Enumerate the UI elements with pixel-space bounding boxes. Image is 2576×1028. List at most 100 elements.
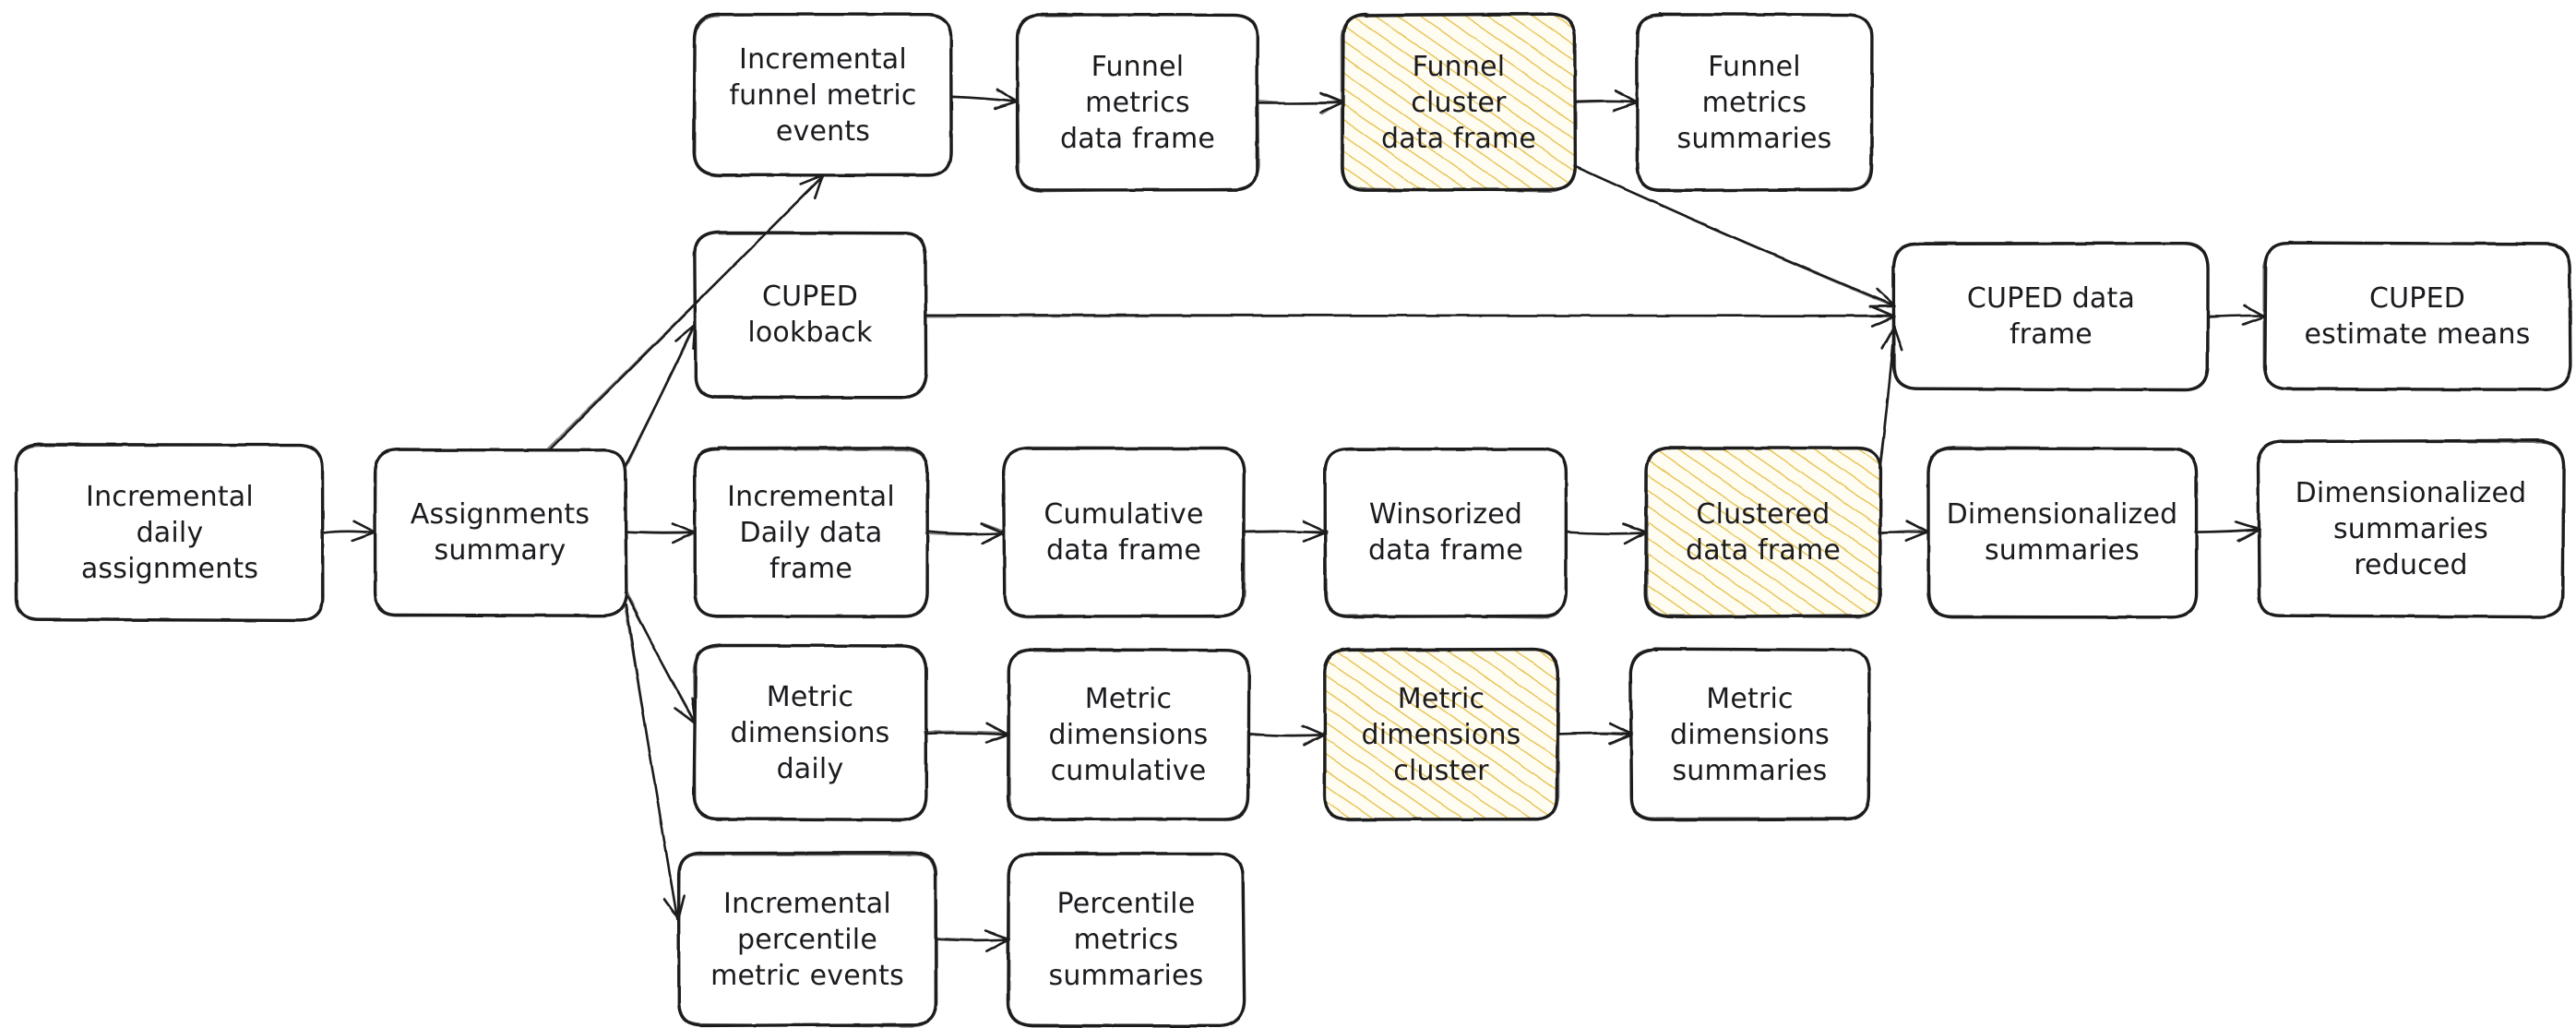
node-cuped-data-frame[interactable] — [1891, 241, 2210, 392]
node-metric-dimensions-daily[interactable] — [692, 643, 928, 822]
node-assignments-summary[interactable] — [373, 448, 628, 617]
arrowhead — [674, 697, 697, 724]
node-label-text: Metric dimensions cluster — [1361, 682, 1521, 787]
arrowhead — [350, 520, 377, 542]
node-label-metric-dimensions-daily: Metric dimensions daily — [695, 646, 925, 819]
node-label-cuped-estimate-means: CUPED estimate means — [2265, 244, 2570, 389]
arrowhead — [2243, 304, 2266, 326]
node-label-text: CUPED lookback — [747, 281, 873, 349]
edge-metric-dimensions-cumulative--to--metric-dimensions-cluster — [1246, 724, 1327, 747]
node-clustered-data-frame[interactable] — [1644, 446, 1883, 619]
arrowhead — [980, 521, 1007, 544]
arrowhead — [994, 90, 1020, 109]
node-label-text: Percentile metrics summaries — [1048, 887, 1204, 992]
edge-assignments-summary--to--metric-dimensions-daily — [624, 590, 697, 724]
node-winsorized-data-frame[interactable] — [1323, 447, 1568, 619]
node-label-text: CUPED estimate means — [2304, 282, 2531, 351]
node-label-text: CUPED data frame — [1966, 282, 2136, 351]
node-label-text: Funnel metrics summaries — [1676, 50, 1832, 155]
node-label-clustered-data-frame: Clustered data frame — [1646, 448, 1880, 616]
node-label-text: Dimensionalized summaries — [1946, 498, 2178, 567]
node-label-dimensionalized-summaries-reduced: Dimensionalized summaries reduced — [2259, 441, 2563, 616]
node-label-metric-dimensions-summaries: Metric dimensions summaries — [1631, 650, 1868, 819]
node-cuped-estimate-means[interactable] — [2262, 241, 2572, 391]
node-label-cumulative-data-frame: Cumulative data frame — [1004, 448, 1244, 616]
node-label-text: Funnel cluster data frame — [1380, 50, 1537, 155]
node-incremental-daily-data-frame[interactable] — [693, 446, 929, 618]
edge-metric-dimensions-cluster--to--metric-dimensions-summaries — [1556, 722, 1634, 746]
node-label-text: Metric dimensions cumulative — [1048, 682, 1209, 787]
arrowhead — [1871, 305, 1896, 328]
node-label-text: Cumulative data frame — [1044, 498, 1204, 567]
node-label-text: Incremental daily assignments — [80, 480, 259, 585]
edge-cumulative-data-frame--to--winsorized-data-frame — [1242, 520, 1329, 543]
node-label-funnel-metrics-summaries: Funnel metrics summaries — [1637, 15, 1872, 190]
arrowhead — [799, 173, 826, 199]
node-label-text: Metric dimensions daily — [730, 680, 890, 785]
arrowhead — [1320, 93, 1343, 115]
node-incremental-daily-assignments[interactable] — [14, 442, 325, 623]
node-label-cuped-data-frame: CUPED data frame — [1894, 244, 2208, 389]
arrowhead — [1612, 90, 1638, 113]
node-label-text: Funnel metrics data frame — [1059, 50, 1216, 155]
node-label-text: Incremental Daily data frame — [727, 480, 895, 585]
node-label-text: Winsorized data frame — [1367, 498, 1524, 567]
node-label-text: Incremental percentile metric events — [710, 887, 904, 992]
arrowhead — [2236, 521, 2260, 542]
edge-incremental-daily-assignments--to--assignments-summary — [320, 520, 377, 543]
edge-assignments-summary--to--cuped-lookback — [624, 323, 698, 470]
node-metric-dimensions-summaries[interactable] — [1628, 647, 1871, 821]
node-label-text: Incremental funnel metric events — [729, 42, 917, 148]
arrowhead — [1623, 524, 1648, 544]
node-label-incremental-funnel-metric-events: Incremental funnel metric events — [695, 15, 951, 175]
node-label-text: Assignments summary — [410, 498, 590, 567]
node-dimensionalized-summaries-reduced[interactable] — [2256, 438, 2566, 619]
node-label-dimensionalized-summaries: Dimensionalized summaries — [1928, 448, 2196, 616]
node-label-funnel-cluster-data-frame: Funnel cluster data frame — [1342, 15, 1575, 190]
node-label-text: Metric dimensions summaries — [1669, 682, 1831, 787]
node-cuped-lookback[interactable] — [693, 230, 928, 400]
arrowhead — [671, 522, 697, 544]
edge-incremental-funnel-metric-events--to--funnel-metrics-data-frame — [949, 88, 1020, 111]
node-funnel-metrics-data-frame[interactable] — [1015, 13, 1260, 193]
node-label-percentile-metrics-summaries: Percentile metrics summaries — [1008, 854, 1244, 1025]
arrowhead — [1608, 723, 1632, 746]
node-label-incremental-percentile-metric-events: Incremental percentile metric events — [678, 854, 936, 1025]
arrowhead — [663, 893, 686, 921]
arrowhead — [1302, 520, 1329, 543]
edge-dimensionalized-summaries--to--dimensionalized-summaries-reduced — [2194, 520, 2260, 543]
node-funnel-metrics-summaries[interactable] — [1635, 12, 1874, 193]
edge-incremental-percentile-metric-events--to--percentile-metrics-summaries — [935, 929, 1010, 952]
edge-incremental-daily-data-frame--to--cumulative-data-frame — [924, 521, 1007, 544]
node-metric-dimensions-cluster[interactable] — [1322, 647, 1560, 822]
edge-assignments-summary--to--incremental-funnel-metric-events — [546, 173, 826, 452]
node-label-assignments-summary: Assignments summary — [375, 449, 626, 616]
arrowhead — [984, 929, 1009, 952]
arrowhead — [676, 323, 697, 351]
arrowhead — [1300, 724, 1327, 746]
edge-winsorized-data-frame--to--clustered-data-frame — [1565, 522, 1648, 545]
edge-assignments-summary--to--incremental-percentile-metric-events — [624, 603, 686, 921]
edge-assignments-summary--to--incremental-daily-data-frame — [624, 522, 697, 544]
node-label-text: Dimensionalized summaries reduced — [2295, 476, 2527, 581]
arrowhead — [1880, 327, 1904, 352]
node-incremental-percentile-metric-events[interactable] — [676, 851, 938, 1028]
node-dimensionalized-summaries[interactable] — [1926, 446, 2199, 619]
edge-cuped-data-frame--to--cuped-estimate-means — [2206, 304, 2267, 326]
edge-cuped-lookback--to--cuped-data-frame — [924, 305, 1896, 328]
node-label-incremental-daily-assignments: Incremental daily assignments — [17, 445, 323, 620]
node-percentile-metrics-summaries[interactable] — [1006, 851, 1246, 1028]
node-cumulative-data-frame[interactable] — [1001, 446, 1246, 619]
edge-funnel-cluster-data-frame--to--funnel-metrics-summaries — [1573, 89, 1640, 113]
node-label-metric-dimensions-cumulative: Metric dimensions cumulative — [1008, 650, 1248, 819]
node-label-winsorized-data-frame: Winsorized data frame — [1326, 448, 1566, 616]
edge-metric-dimensions-daily--to--metric-dimensions-cumulative — [923, 722, 1011, 745]
edge-funnel-metrics-data-frame--to--funnel-cluster-data-frame — [1256, 91, 1344, 115]
node-metric-dimensions-cumulative[interactable] — [1006, 648, 1251, 821]
edge-clustered-data-frame--to--cuped-data-frame — [1878, 325, 1904, 470]
node-funnel-cluster-data-frame[interactable] — [1340, 12, 1578, 193]
edge-clustered-data-frame--to--dimensionalized-summaries — [1878, 520, 1930, 543]
arrowhead — [1905, 520, 1930, 541]
arrowhead — [984, 723, 1011, 743]
